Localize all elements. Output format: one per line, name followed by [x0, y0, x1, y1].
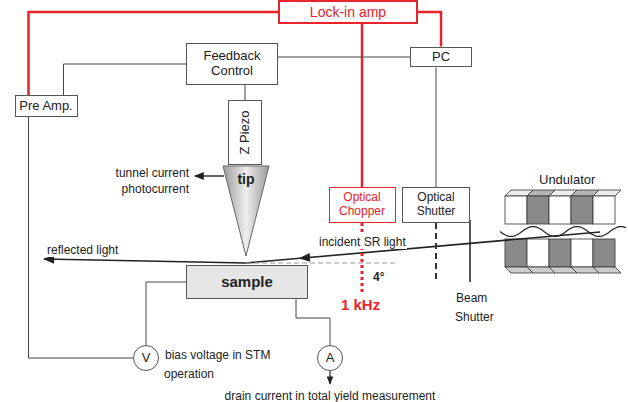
- lock-in-amplifier: Lock-in amp: [278, 0, 418, 24]
- label-box: bias voltage in STM operation: [164, 344, 276, 382]
- signal-wire: [29, 12, 279, 95]
- sample-box: sample: [186, 265, 308, 299]
- magnet-block: [571, 239, 593, 267]
- current-arrow: [195, 175, 224, 176]
- label-box: Undulator: [538, 169, 596, 188]
- node-text: tip: [237, 171, 254, 187]
- voltmeter-symbol: V: [133, 345, 159, 371]
- shutter-box: Optical Shutter: [402, 187, 470, 223]
- node-text: A: [326, 351, 335, 366]
- tip-outline: [223, 166, 269, 256]
- stm-tip: tip: [222, 165, 270, 257]
- signal-wire: [296, 299, 330, 345]
- annotation-text: Undulator: [538, 172, 596, 187]
- annotation-text: drain current in total yield measurement: [224, 389, 437, 402]
- node-text: Z Piezo: [238, 110, 253, 154]
- magnet-block: [505, 239, 527, 267]
- node-text: Optical Shutter: [403, 191, 469, 219]
- magnet-block: [593, 239, 615, 267]
- piezo-box: Z Piezo: [228, 100, 262, 165]
- annotation-text: incident SR light: [318, 235, 407, 249]
- node-text: PC: [432, 50, 450, 65]
- signal-wire: [245, 85, 246, 100]
- node-text: Optical Chopper: [330, 191, 395, 219]
- annotation-text: 1 kHz: [340, 296, 381, 313]
- chopper-blade: [361, 223, 364, 292]
- angle-reference-line: [246, 262, 398, 263]
- label-box: 1 kHz: [340, 295, 381, 314]
- feedback-box: Feedback Control: [186, 43, 278, 85]
- optical-shutter-blade: [435, 223, 437, 282]
- preamp-box: Pre Amp.: [15, 95, 78, 117]
- node-text: Pre Amp.: [19, 99, 72, 114]
- annotation-text: photocurrent: [121, 182, 190, 196]
- annotation-text: Beam Shutter: [455, 291, 495, 324]
- node-text: V: [142, 351, 151, 366]
- chopper-box: Optical Chopper: [329, 187, 396, 223]
- annotation-text: tunnel current: [115, 166, 190, 180]
- label-box: photocurrent: [100, 178, 190, 197]
- ammeter-symbol: A: [317, 345, 343, 371]
- label-box: reflected light: [46, 239, 119, 258]
- magnet-top: [593, 190, 621, 196]
- magnet-block: [505, 196, 527, 224]
- drain-arrow: [329, 371, 330, 384]
- magnet-block: [571, 196, 593, 224]
- beam-shutter-blade: [469, 220, 471, 282]
- reflected-light-ray: [44, 259, 246, 263]
- node-text: Feedback Control: [187, 49, 277, 79]
- magnet-block: [593, 196, 615, 224]
- label-box: incident SR light: [318, 231, 407, 250]
- signal-wire: [361, 24, 364, 187]
- signal-wire: [436, 67, 437, 187]
- incident-light-ray: [246, 232, 600, 263]
- signal-wire: [29, 117, 134, 358]
- magnet-block: [549, 239, 571, 267]
- signal-wire: [64, 64, 187, 95]
- label-box: 4°: [372, 266, 385, 285]
- node-text: sample: [221, 273, 273, 290]
- signal-wire: [418, 12, 441, 47]
- node-text: Lock-in amp: [310, 4, 386, 20]
- label-box: drain current in total yield measurement: [180, 385, 480, 402]
- label-box: Beam Shutter: [455, 287, 507, 325]
- signal-wire: [278, 57, 410, 58]
- annotation-text: reflected light: [46, 243, 119, 257]
- label-box: tunnel current: [100, 162, 190, 181]
- magnet-block: [549, 196, 571, 224]
- annotation-text: bias voltage in STM operation: [164, 348, 270, 381]
- annotation-text: 4°: [372, 270, 385, 284]
- magnet-side: [593, 267, 621, 273]
- signal-wire: [146, 282, 186, 345]
- magnet-block: [527, 239, 549, 267]
- magnet-block: [527, 196, 549, 224]
- pc-box: PC: [410, 47, 472, 68]
